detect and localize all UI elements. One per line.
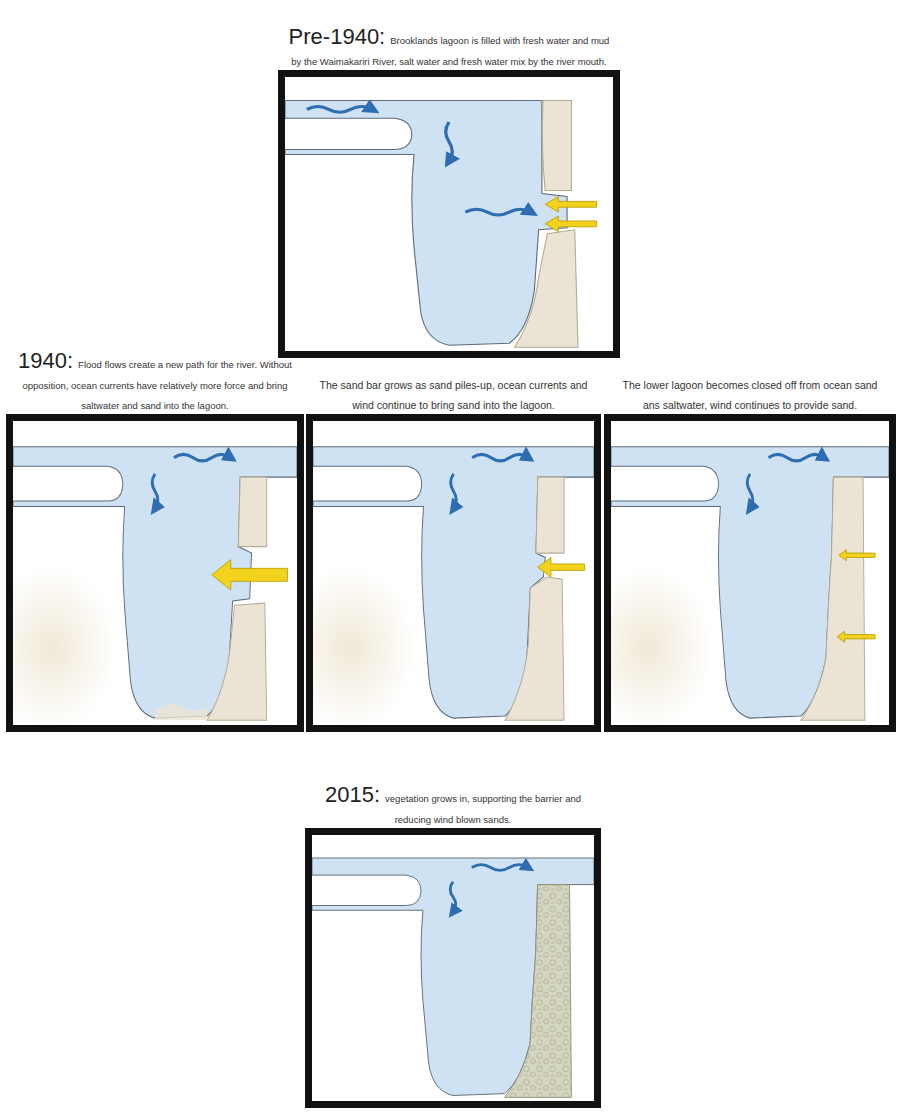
year-heading: 2015: — [325, 782, 380, 807]
lagoon-illustration — [13, 425, 297, 729]
river-flow — [174, 454, 231, 461]
river-bank — [13, 466, 123, 501]
sand-barrier — [801, 477, 865, 720]
river-bank — [285, 118, 412, 149]
river-flow — [446, 122, 453, 161]
water — [285, 101, 567, 346]
panel-frame — [604, 414, 896, 732]
sand-land — [207, 603, 267, 720]
river-flow — [307, 106, 373, 112]
panel-frame — [305, 828, 601, 1108]
land-blur — [13, 566, 117, 729]
panel-frame — [6, 414, 304, 732]
timeline-panel: The sand bar grows as sand piles-up, oce… — [306, 374, 601, 732]
wind-arrow — [837, 631, 875, 642]
river-bank — [312, 875, 421, 905]
year-heading: Pre-1940: — [289, 24, 386, 49]
lagoon-illustration — [285, 81, 613, 355]
sand-land — [542, 101, 571, 191]
timeline-panel: 1940:Flood flows create a new path for t… — [6, 347, 304, 733]
panel-frame — [278, 70, 620, 358]
panel-caption: The lower lagoon becomes closed off from… — [604, 374, 896, 414]
vegetated-barrier — [505, 885, 572, 1098]
river-flow — [769, 454, 825, 461]
wind-arrow — [839, 550, 875, 561]
panel-caption: The sand bar grows as sand piles-up, oce… — [306, 374, 601, 414]
river-flow — [465, 209, 531, 215]
panel-caption: 2015:vegetation grows in, supporting the… — [305, 781, 601, 829]
river-flow — [472, 454, 528, 461]
caption-text: The lower lagoon becomes closed off from… — [623, 379, 878, 411]
lagoon-illustration — [611, 425, 889, 729]
timeline-panel: The lower lagoon becomes closed off from… — [604, 374, 896, 732]
river-flow — [747, 474, 753, 509]
land-blur — [611, 566, 713, 729]
caption-text: The sand bar grows as sand piles-up, oce… — [320, 379, 588, 411]
ocean-current-arrow — [212, 560, 288, 590]
panel-caption: 1940:Flood flows create a new path for t… — [6, 347, 304, 415]
river-flow — [472, 865, 528, 871]
ocean-current-arrow — [545, 216, 596, 232]
lagoon-illustration — [312, 839, 594, 1105]
river-bank — [313, 466, 422, 501]
sand-land — [536, 477, 564, 553]
river-flow — [450, 882, 456, 912]
caption-text: vegetation grows in, supporting the barr… — [385, 793, 581, 826]
timeline-panel: Pre-1940:Brooklands lagoon is filled wit… — [278, 23, 620, 359]
year-heading: 1940: — [18, 348, 73, 373]
land-blur — [313, 566, 416, 729]
ocean-current-arrow — [538, 557, 585, 577]
sand-bar — [505, 577, 564, 720]
lagoon-illustration — [313, 425, 594, 729]
sand-land — [238, 477, 266, 546]
panel-frame — [306, 414, 601, 732]
river-bank — [611, 466, 718, 501]
panel-caption: Pre-1940:Brooklands lagoon is filled wit… — [278, 23, 620, 71]
ocean-current-arrow — [545, 196, 596, 212]
sand-land — [515, 230, 578, 347]
river-flow — [451, 474, 457, 509]
timeline-panel: 2015:vegetation grows in, supporting the… — [305, 781, 601, 1109]
river-flow — [152, 474, 158, 509]
sand-deposit — [155, 704, 207, 721]
